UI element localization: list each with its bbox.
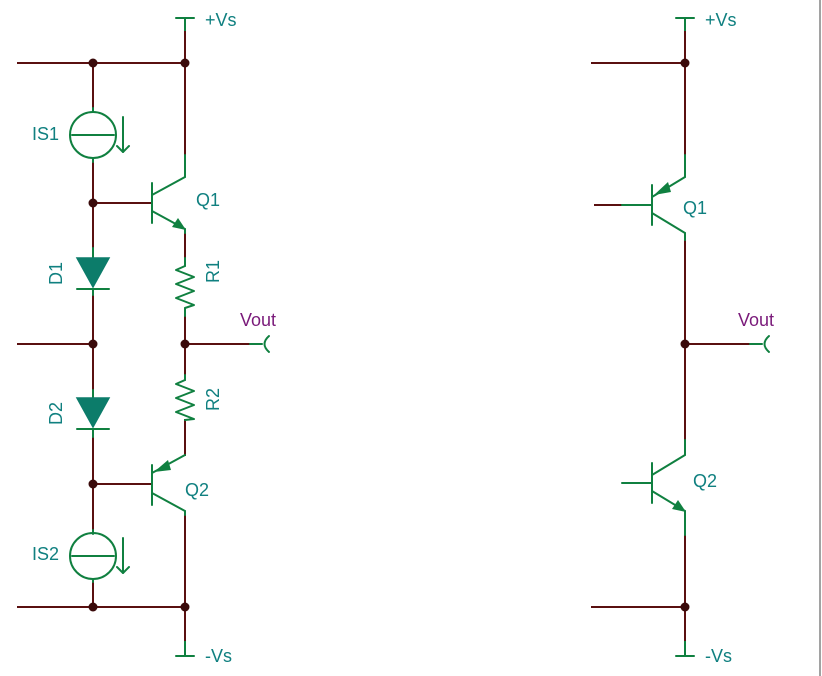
vminus-label-a: -Vs (205, 646, 232, 666)
r1-label: R1 (203, 260, 223, 283)
vout-label-a: Vout (240, 310, 276, 330)
circuit-b: +Vs -Vs (591, 10, 774, 666)
resistor-r1: R1 (175, 257, 223, 317)
is1-label: IS1 (32, 124, 59, 144)
transistor-q1-pnp-b: Q1 (621, 154, 707, 241)
vplus-supply-a: +Vs (175, 10, 237, 33)
wires-b (591, 31, 751, 641)
q2-label-b: Q2 (693, 471, 717, 491)
junctions-b (680, 58, 690, 612)
current-source-is2: IS2 (32, 529, 130, 583)
current-source-is1: IS1 (32, 107, 130, 163)
diode-d2: D2 (46, 389, 111, 438)
d2-label: D2 (46, 402, 66, 425)
junctions-a (88, 58, 190, 612)
diode-d1: D1 (46, 247, 111, 296)
r2-label: R2 (203, 388, 223, 411)
transistor-q1-npn: Q1 (151, 154, 220, 234)
vplus-supply-b: +Vs (675, 10, 737, 33)
vplus-label-b: +Vs (705, 10, 737, 30)
vout-terminal-b: Vout (738, 310, 774, 353)
q2-label-a: Q2 (185, 480, 209, 500)
resistor-r2: R2 (175, 374, 223, 421)
transistor-q2-npn-b: Q2 (621, 439, 717, 536)
transistor-q2-pnp: Q2 (151, 454, 209, 516)
vout-terminal-a: Vout (240, 310, 276, 353)
d1-label: D1 (46, 262, 66, 285)
vminus-supply-b: -Vs (675, 639, 732, 666)
wires-a (17, 31, 251, 641)
q1-label-b: Q1 (683, 198, 707, 218)
vout-label-b: Vout (738, 310, 774, 330)
q1-label-a: Q1 (196, 190, 220, 210)
vminus-label-b: -Vs (705, 646, 732, 666)
vplus-label-a: +Vs (205, 10, 237, 30)
circuit-a: +Vs -Vs (17, 10, 276, 666)
vminus-supply-a: -Vs (175, 639, 232, 666)
is2-label: IS2 (32, 544, 59, 564)
